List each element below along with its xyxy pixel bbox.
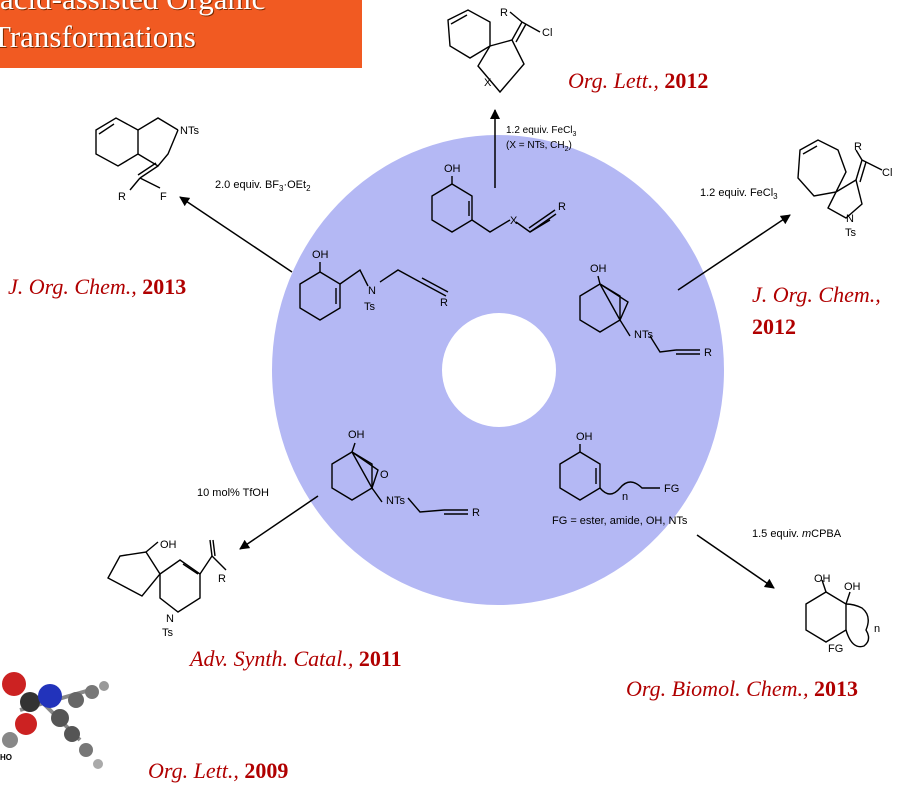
- svg-text:X: X: [484, 77, 492, 89]
- reference-footer: Org. Lett., 2009: [148, 758, 289, 783]
- svg-text:OH: OH: [348, 429, 365, 441]
- svg-text:X: X: [510, 215, 518, 227]
- substrate-bottom-left-structure: [331, 442, 468, 515]
- svg-text:R: R: [218, 573, 226, 585]
- condition-right: 1.2 equiv. FeCl3: [700, 187, 778, 201]
- banner-line-1: acid-assisted Organic: [0, 0, 265, 15]
- arrow-bottom-right: [696, 534, 775, 589]
- svg-text:F: F: [160, 191, 167, 203]
- substrate-bottom-right-structure: [559, 444, 660, 501]
- svg-text:R: R: [472, 507, 480, 519]
- svg-text:Ts: Ts: [845, 227, 857, 239]
- svg-text:Ts: Ts: [364, 301, 376, 313]
- substrate-right-structure: [579, 275, 700, 355]
- condition-left: 2.0 equiv. BF3·OEt2: [215, 179, 311, 193]
- svg-text:R: R: [118, 191, 126, 203]
- svg-text:NTs: NTs: [386, 495, 405, 507]
- central-disc: [272, 135, 724, 605]
- svg-text:HO: HO: [0, 753, 12, 762]
- product-bottom-right-structure: [805, 579, 870, 648]
- title-banner: acid-assisted Organic Transformations: [0, 0, 362, 68]
- banner-line-2: Transformations: [0, 19, 196, 54]
- svg-text:OH: OH: [590, 263, 607, 275]
- svg-text:NTs: NTs: [634, 329, 653, 341]
- product-top-structure: [447, 9, 541, 94]
- svg-text:FG: FG: [828, 643, 843, 655]
- reference-top: Org. Lett., 2012: [568, 68, 709, 93]
- svg-text:N: N: [166, 613, 174, 625]
- condition-top: 1.2 equiv. FeCl3: [506, 125, 577, 138]
- substrate-top-structure: [431, 176, 557, 233]
- product-left-structure: [95, 117, 179, 191]
- svg-text:OH: OH: [576, 431, 593, 443]
- svg-text:R: R: [558, 201, 566, 213]
- svg-text:N: N: [846, 213, 854, 225]
- atom-labels: R Cl X NTs R F R Cl N Ts OH R N Ts OH OH…: [118, 7, 892, 655]
- svg-text:n: n: [874, 623, 880, 635]
- svg-text:Cl: Cl: [882, 167, 892, 179]
- substrate-left-structure: [299, 262, 449, 321]
- condition-top-line2: (X = NTs, CH2): [506, 140, 572, 153]
- svg-text:R: R: [704, 347, 712, 359]
- reference-left: J. Org. Chem., 2013: [8, 274, 187, 299]
- svg-text:OH: OH: [814, 573, 831, 585]
- reference-right-year: 2012: [752, 314, 796, 339]
- condition-bottom-right: 1.5 equiv. mCPBA: [752, 528, 842, 540]
- svg-text:OH: OH: [160, 539, 177, 551]
- product-bottom-left-structure: [107, 539, 227, 613]
- arrow-right: [677, 214, 791, 291]
- svg-text:Ts: Ts: [162, 627, 174, 639]
- svg-text:NTs: NTs: [180, 125, 199, 137]
- svg-text:n: n: [622, 491, 628, 503]
- svg-text:Cl: Cl: [542, 27, 552, 39]
- fg-note: FG = ester, amide, OH, NTs: [552, 515, 688, 527]
- svg-text:FG: FG: [664, 483, 679, 495]
- product-right-structure: [797, 139, 883, 219]
- condition-bottom-left: 10 mol% TfOH: [197, 487, 269, 499]
- reference-bottom-left: Adv. Synth. Catal., 2011: [190, 646, 402, 671]
- svg-text:R: R: [854, 141, 862, 153]
- reference-bottom-right: Org. Biomol. Chem., 2013: [626, 676, 859, 701]
- reference-right: J. Org. Chem.,: [752, 282, 881, 307]
- svg-text:OH: OH: [444, 163, 461, 175]
- arrow-bottom-left: [239, 495, 319, 550]
- svg-text:OH: OH: [312, 249, 329, 261]
- arrow-left: [179, 196, 293, 273]
- svg-text:R: R: [500, 7, 508, 19]
- svg-text:O: O: [380, 469, 389, 481]
- svg-text:OH: OH: [844, 581, 861, 593]
- svg-text:N: N: [368, 285, 376, 297]
- molecule-model-graphic: HO: [0, 672, 109, 769]
- svg-text:R: R: [440, 297, 448, 309]
